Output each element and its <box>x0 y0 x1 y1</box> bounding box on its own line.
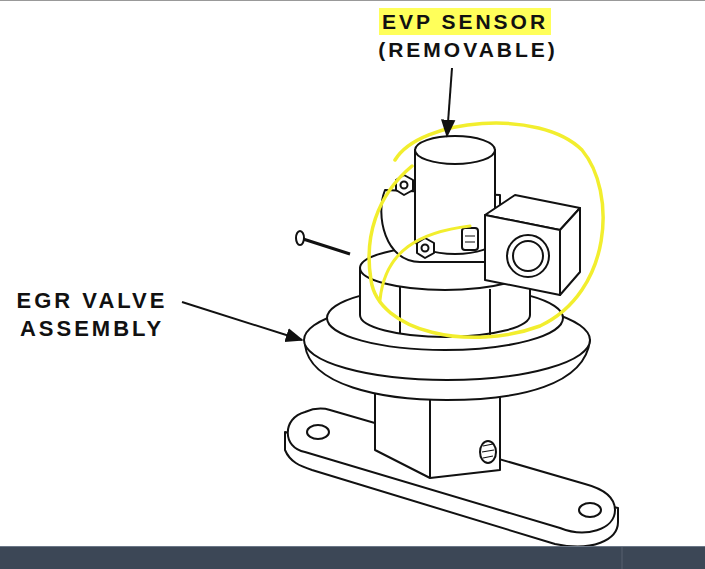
part-name: EVP SENSOR <box>379 8 551 35</box>
bolt-center <box>401 182 408 189</box>
bolt-hole <box>307 425 329 439</box>
connector-port-inner <box>513 241 543 271</box>
band-divider <box>622 547 623 569</box>
screw-shaft <box>300 238 350 254</box>
top-rule <box>0 0 705 1</box>
part-name: EGR VALVE ASSEMBLY <box>4 287 180 343</box>
thread <box>482 444 494 458</box>
highlight-circle <box>369 123 603 337</box>
housing-facet <box>399 286 401 333</box>
connector-port <box>507 235 549 277</box>
valve-drawing <box>285 136 618 547</box>
connector-front <box>485 215 560 295</box>
port-hole <box>480 441 496 463</box>
housing-facet <box>489 289 491 336</box>
band-rule <box>0 546 705 547</box>
highlight-stroke <box>380 226 470 300</box>
screw-head <box>296 231 304 245</box>
part-note: (REMOVABLE) <box>378 36 558 63</box>
bolt-hole <box>579 503 601 517</box>
bolt-center <box>422 245 429 252</box>
connector-side <box>560 208 580 295</box>
clip-detail <box>465 236 475 242</box>
valve-neck <box>375 388 500 478</box>
leader-line <box>182 302 302 340</box>
sensor-clip <box>462 228 478 250</box>
bottom-band <box>0 546 705 569</box>
leader-line <box>447 68 452 136</box>
neck-edge <box>429 400 431 478</box>
sensor-top <box>415 136 495 164</box>
